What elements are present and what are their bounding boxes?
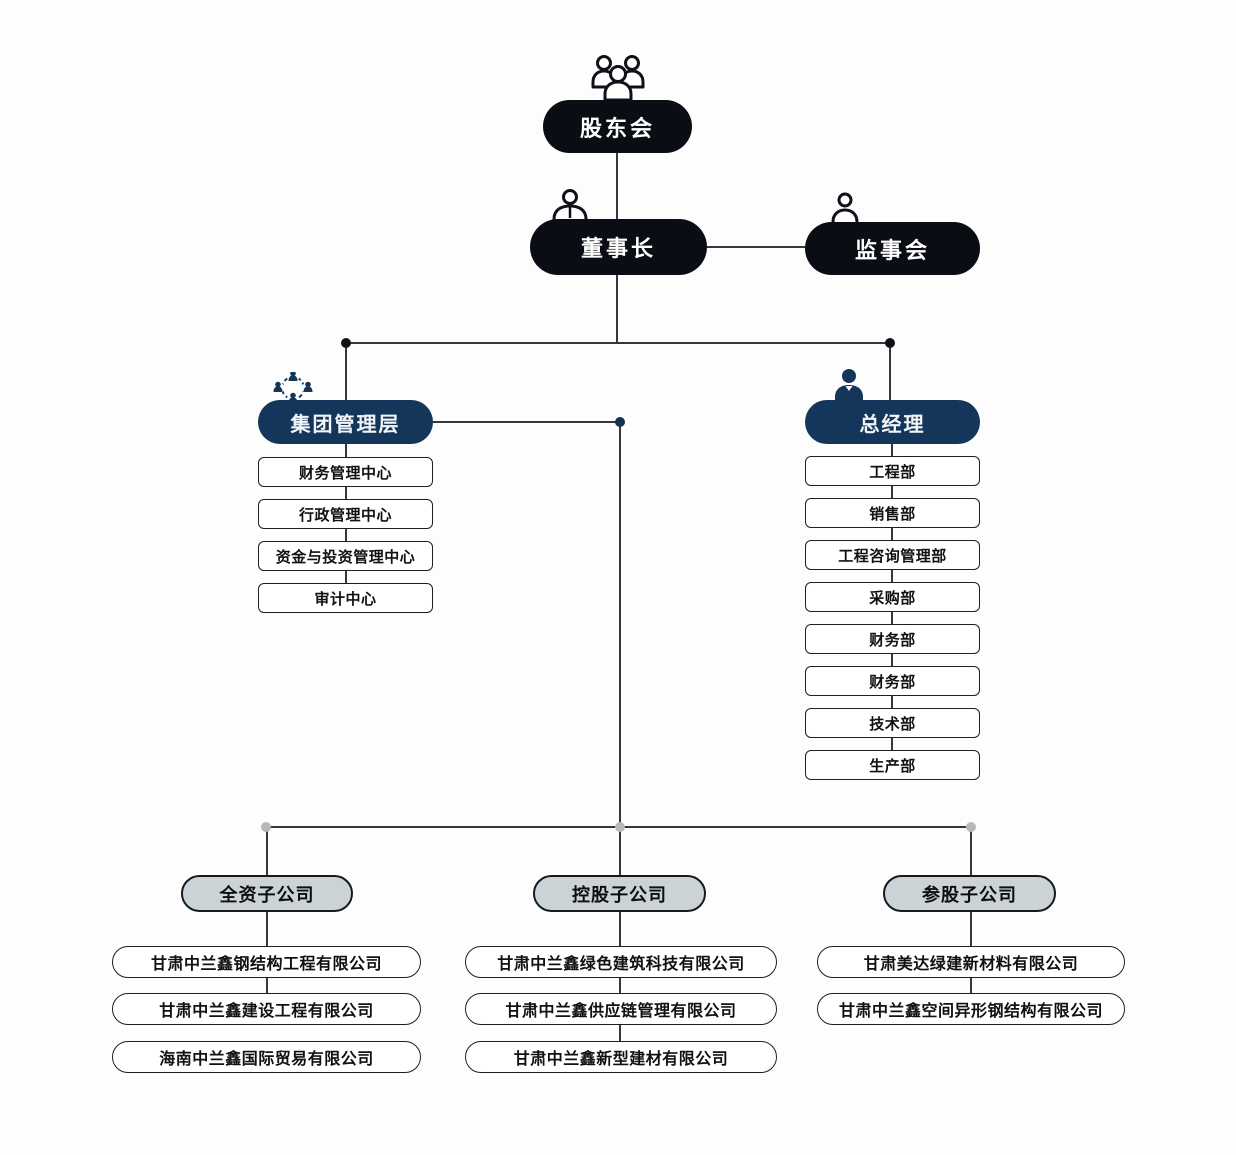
company-box: 甘肃中兰鑫建设工程有限公司	[112, 993, 421, 1025]
connector-gm-dept	[891, 738, 893, 750]
node-general-manager: 总经理	[805, 400, 980, 444]
connector-company	[619, 1025, 621, 1041]
company-box: 甘肃中兰鑫钢结构工程有限公司	[112, 946, 421, 978]
company-box: 甘肃中兰鑫绿色建筑科技有限公司	[465, 946, 777, 978]
dept-box: 审计中心	[258, 583, 433, 613]
connector-mgmt-dept	[345, 571, 347, 583]
node-holding-subsidiaries: 控股子公司	[533, 875, 706, 912]
connector-gm-dept	[891, 486, 893, 498]
junction-dot	[341, 338, 351, 348]
connector-to-general-manager	[889, 343, 891, 400]
company-box: 甘肃中兰鑫供应链管理有限公司	[465, 993, 777, 1025]
person-tie-outline-icon	[552, 189, 588, 222]
connector-company	[266, 912, 268, 946]
dept-box: 财务部	[805, 624, 980, 654]
connector-mgmt-dept	[345, 529, 347, 541]
connector-management-right	[433, 421, 621, 423]
connector-company	[619, 978, 621, 993]
dept-box: 生产部	[805, 750, 980, 780]
junction-dot	[261, 822, 271, 832]
team-network-icon	[272, 372, 314, 403]
people-group-icon	[591, 55, 645, 101]
person-filled-icon	[835, 369, 863, 402]
connector-company	[970, 912, 972, 946]
connector-mgmt-dept	[345, 487, 347, 499]
dept-box: 行政管理中心	[258, 499, 433, 529]
connector-company	[619, 912, 621, 946]
company-box: 甘肃中兰鑫新型建材有限公司	[465, 1041, 777, 1073]
junction-dot	[615, 417, 625, 427]
connector-gm-dept	[891, 528, 893, 540]
junction-dot	[885, 338, 895, 348]
node-group-management: 集团管理层	[258, 400, 433, 444]
connector-company	[266, 978, 268, 993]
connector-to-wholly	[266, 827, 268, 875]
node-wholly-owned-subsidiaries: 全资子公司	[181, 875, 353, 912]
dept-box: 工程咨询管理部	[805, 540, 980, 570]
connector-gm-dept	[891, 654, 893, 666]
connector-level3-horizontal	[345, 342, 891, 344]
dept-box: 采购部	[805, 582, 980, 612]
company-box: 甘肃美达绿建新材料有限公司	[817, 946, 1125, 978]
company-box: 甘肃中兰鑫空间异形钢结构有限公司	[817, 993, 1125, 1025]
connector-gm-dept	[891, 612, 893, 624]
node-supervisory-board: 监事会	[805, 222, 980, 275]
dept-box: 销售部	[805, 498, 980, 528]
connector-gm-dept	[891, 696, 893, 708]
connector-to-holding	[619, 827, 621, 875]
dept-box: 财务管理中心	[258, 457, 433, 487]
connector-mgmt-dept	[345, 444, 347, 457]
dept-box: 资金与投资管理中心	[258, 541, 433, 571]
node-shareholders: 股东会	[543, 100, 692, 153]
connector-to-management	[345, 343, 347, 400]
connector-gm-dept	[891, 444, 893, 456]
dept-box: 工程部	[805, 456, 980, 486]
connector-chairman-down	[616, 275, 618, 343]
junction-dot	[966, 822, 976, 832]
node-chairman: 董事长	[530, 219, 707, 275]
person-outline-icon	[831, 192, 859, 224]
connector-company	[970, 978, 972, 993]
junction-dot	[615, 822, 625, 832]
connector-middle-vertical	[619, 422, 621, 827]
dept-box: 技术部	[805, 708, 980, 738]
connector-chairman-supervisory	[707, 246, 805, 248]
connector-gm-dept	[891, 570, 893, 582]
company-box: 海南中兰鑫国际贸易有限公司	[112, 1041, 421, 1073]
connector-shareholders-chairman	[616, 153, 618, 219]
connector-to-minority	[970, 827, 972, 875]
dept-box: 财务部	[805, 666, 980, 696]
node-minority-stake-subsidiaries: 参股子公司	[883, 875, 1056, 912]
